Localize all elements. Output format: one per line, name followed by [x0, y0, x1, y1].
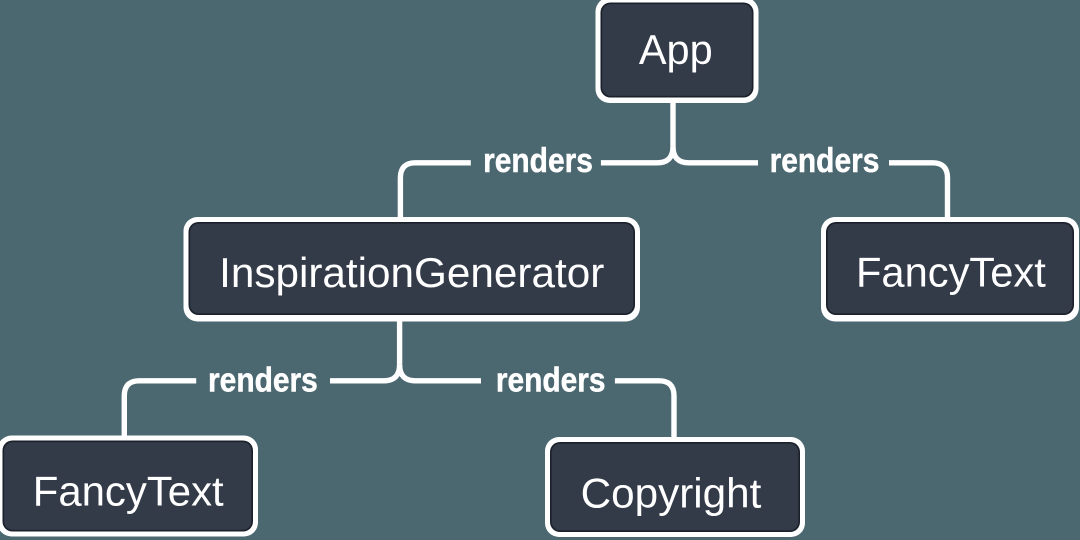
svg-text:Copyright: Copyright	[581, 470, 762, 517]
svg-text:FancyText: FancyText	[33, 468, 224, 515]
svg-text:renders: renders	[496, 361, 606, 399]
svg-text:renders: renders	[770, 141, 880, 179]
svg-text:FancyText: FancyText	[856, 249, 1046, 296]
svg-text:renders: renders	[483, 141, 593, 179]
svg-text:renders: renders	[208, 361, 318, 399]
svg-text:App: App	[639, 26, 713, 73]
svg-text:InspirationGenerator: InspirationGenerator	[219, 249, 604, 296]
